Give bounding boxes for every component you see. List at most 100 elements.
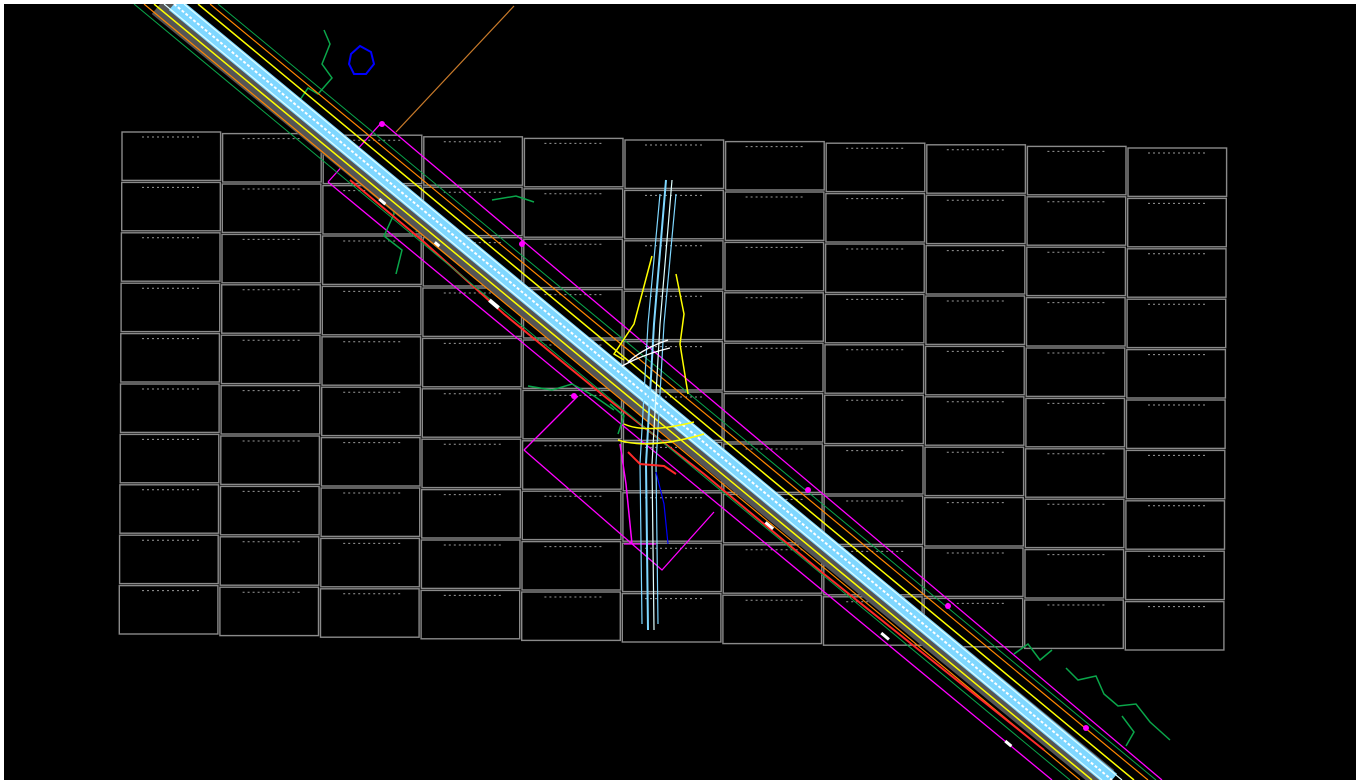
plan-sheet-cell — [121, 131, 222, 182]
plan-sheet-cell — [623, 240, 724, 290]
orange-leader-line — [395, 5, 515, 133]
plan-sheet-cell — [824, 394, 925, 445]
plan-sheet-cell — [1025, 296, 1126, 347]
plan-sheet-cell — [521, 540, 622, 591]
plan-sheet-cell — [219, 536, 320, 586]
plan-sheet-cell — [924, 496, 1025, 547]
plan-sheet-cell — [824, 344, 925, 394]
plan-sheet-cell — [1124, 550, 1225, 601]
plan-sheet-cell — [1126, 197, 1227, 248]
blue-pond-outline — [347, 44, 376, 75]
plan-sheet-cell — [321, 285, 422, 336]
plan-sheet-cell — [421, 388, 522, 438]
plan-sheet-cell — [120, 332, 221, 383]
plan-sheet-cell — [119, 433, 220, 484]
plan-sheet-cell — [220, 284, 321, 334]
plan-sheet-cell — [523, 137, 624, 188]
plan-sheet-cell — [221, 183, 322, 234]
plan-sheet-cell — [723, 342, 824, 393]
plan-sheet-cell — [320, 487, 421, 538]
plan-sheet-cell — [1024, 548, 1125, 599]
plan-sheet-cell — [423, 136, 524, 186]
drawing-canvas[interactable] — [4, 4, 1356, 780]
plan-sheet-cell — [624, 189, 725, 240]
plan-sheet-cell — [120, 181, 221, 232]
plan-sheet-cell — [219, 586, 320, 637]
plan-sheet-cell — [1125, 500, 1226, 550]
plan-sheet-cell — [220, 384, 321, 435]
plan-sheet-cell — [1024, 448, 1125, 498]
plan-sheet-cell — [1127, 147, 1228, 198]
plan-sheet-cell — [824, 293, 925, 344]
plan-sheet-cell — [1126, 248, 1227, 298]
plan-sheet-cell — [421, 438, 522, 489]
plan-sheet-cell — [220, 435, 321, 486]
plan-sheet-cell — [621, 542, 722, 593]
highway-alignment — [133, 4, 1157, 780]
plan-sheet-cell — [1026, 145, 1127, 196]
plan-sheet-cell — [722, 594, 823, 645]
plan-sheet-cell — [825, 192, 926, 243]
plan-sheet-cell — [523, 238, 624, 289]
plan-sheet-cell — [120, 282, 221, 333]
plan-sheet-cell — [420, 539, 521, 590]
plan-sheet-cell — [321, 336, 422, 386]
plan-sheet-cell — [120, 232, 221, 282]
plan-sheet-cell — [420, 589, 521, 640]
plan-sheet-cell — [823, 444, 924, 495]
plan-sheet-cell — [825, 142, 926, 193]
plan-sheet-cell — [1024, 599, 1125, 650]
plan-sheet-cell — [724, 241, 825, 292]
plan-sheet-cell — [523, 188, 624, 238]
plan-sheet-cell — [925, 244, 1026, 295]
plan-sheet-cell — [521, 490, 622, 541]
plan-sheet-cell — [924, 396, 1025, 446]
plan-sheet-cell — [724, 140, 825, 191]
plan-sheet-cell — [221, 132, 322, 183]
plan-sheet-cell — [1025, 397, 1126, 448]
plan-sheet-cell — [118, 584, 219, 635]
plan-sheet-cell — [823, 495, 924, 546]
plan-sheet-cell — [320, 537, 421, 588]
sheet-grid-layer — [118, 131, 1228, 651]
plan-sheet-cell — [1126, 348, 1227, 399]
plan-sheet-cell — [621, 592, 722, 643]
plan-sheet-cell — [1126, 298, 1227, 349]
plan-sheet-cell — [119, 484, 220, 534]
plan-sheet-cell — [1024, 498, 1125, 549]
plan-sheet-cell — [1124, 600, 1225, 651]
plan-sheet-cell — [923, 547, 1024, 598]
plan-sheet-cell — [723, 392, 824, 443]
plan-sheet-cell — [724, 292, 825, 342]
sheet-label-layer — [142, 136, 1208, 608]
plan-sheet-cell — [321, 386, 422, 437]
plan-sheet-cell — [320, 436, 421, 487]
plan-sheet-cell — [220, 334, 321, 385]
plan-sheet-cell — [221, 233, 322, 284]
plan-sheet-cell — [119, 383, 220, 434]
plan-sheet-cell — [622, 492, 723, 542]
cad-drawing[interactable] — [4, 4, 1356, 780]
plan-sheet-cell — [521, 591, 622, 642]
plan-sheet-cell — [1125, 449, 1226, 500]
plan-sheet-cell — [722, 544, 823, 594]
station-markers — [379, 121, 1089, 731]
plan-sheet-cell — [321, 235, 422, 286]
plan-sheet-cell — [1026, 196, 1127, 246]
plan-sheet-cell — [925, 194, 1026, 245]
plan-sheet-cell — [824, 243, 925, 294]
plan-sheet-cell — [421, 488, 522, 539]
interchange — [612, 179, 705, 631]
plan-sheet-cell — [924, 345, 1025, 396]
plan-sheet-cell — [118, 534, 219, 585]
plan-sheet-cell — [1025, 347, 1126, 398]
vegetation-lines — [299, 29, 1171, 747]
plan-sheet-cell — [1125, 399, 1226, 450]
plan-sheet-cell — [623, 290, 724, 341]
plan-sheet-cell — [421, 337, 522, 388]
plan-sheet-cell — [319, 588, 420, 638]
plan-sheet-cell — [1026, 246, 1127, 297]
plan-sheet-cell — [925, 295, 1026, 346]
plan-sheet-cell — [521, 440, 622, 490]
